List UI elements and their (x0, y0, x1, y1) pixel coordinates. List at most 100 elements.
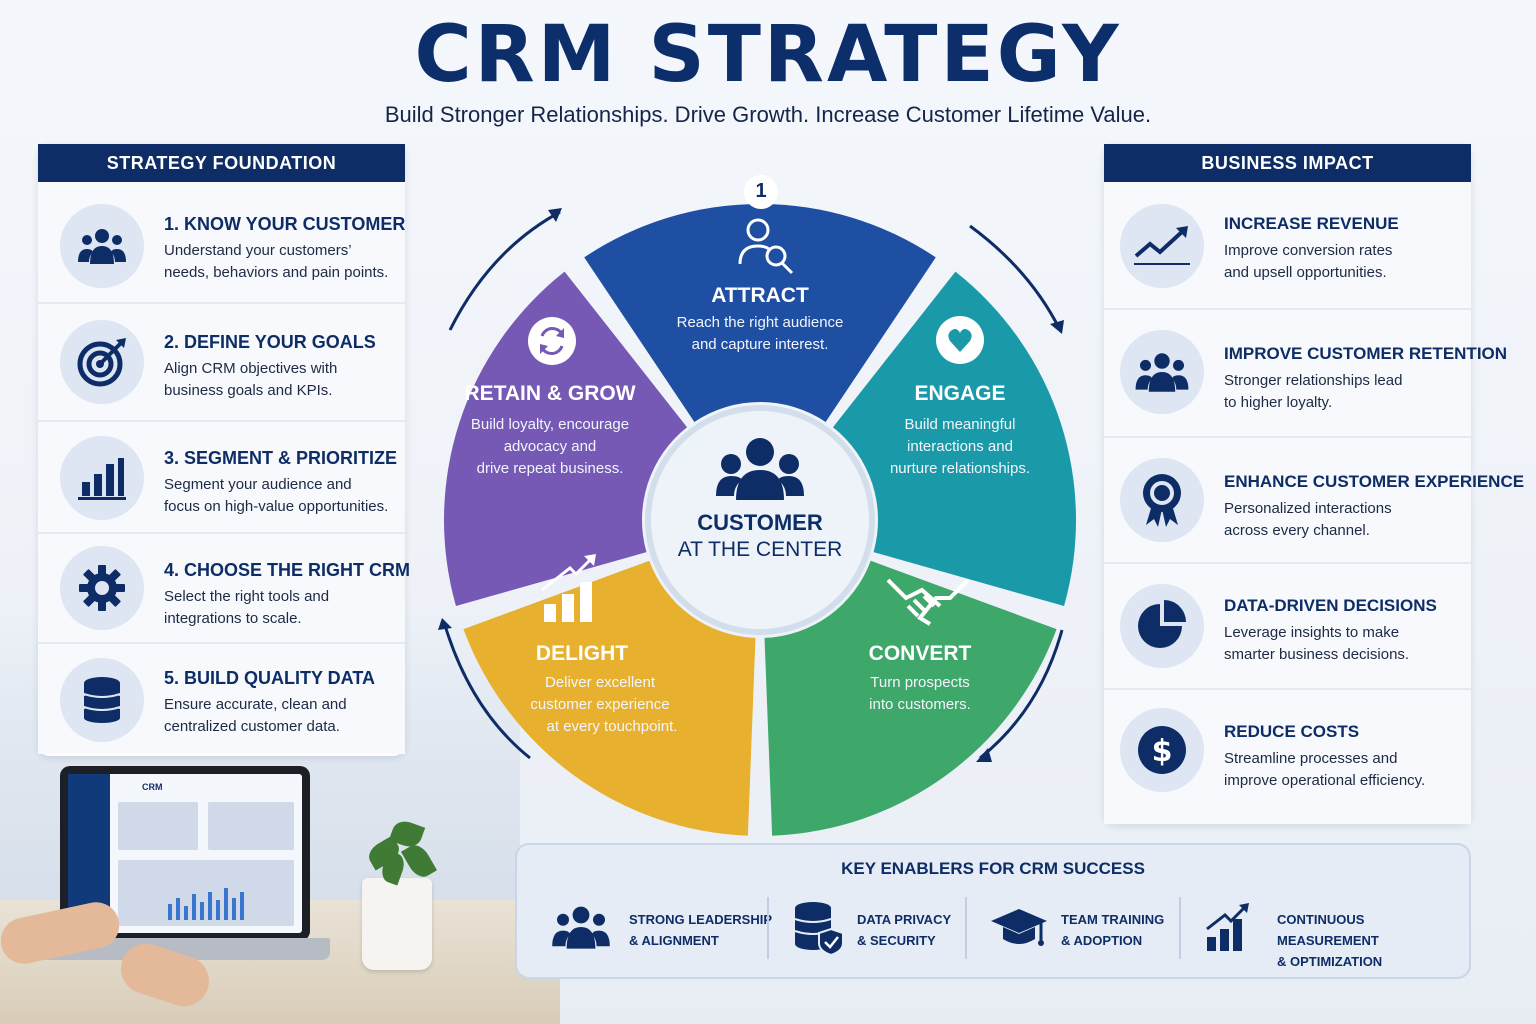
impact-desc: Streamline processes and (1224, 750, 1398, 767)
dashboard-charts (118, 802, 294, 926)
impact-title: IMPROVE CUSTOMER RETENTION (1224, 344, 1508, 363)
impact-title: DATA-DRIVEN DECISIONS (1224, 596, 1437, 615)
foundation-item-segment: 3. SEGMENT & PRIORITIZE Segment your aud… (38, 422, 405, 534)
bar-chart-icon (60, 436, 144, 520)
growth-chart-icon (1206, 903, 1249, 951)
foundation-desc: focus on high-value opportunities. (164, 498, 389, 515)
page-title: CRM STRATEGY (414, 10, 1122, 100)
enabler-continuous-measurement: CONTINUOUS MEASUREMENT& OPTIMIZATION (1205, 897, 1465, 969)
foundation-desc: Segment your audience and (164, 476, 352, 493)
enabler-divider (1179, 897, 1181, 959)
laptop-keyboard (40, 938, 330, 960)
database-shield-icon (794, 902, 844, 957)
impact-item-revenue: INCREASE REVENUE Improve conversion rate… (1104, 182, 1471, 310)
customer-group-icon (716, 438, 804, 500)
impact-item-retention: IMPROVE CUSTOMER RETENTION Stronger rela… (1104, 310, 1507, 438)
enabler-divider (965, 897, 967, 959)
database-icon (60, 658, 144, 742)
segment-label-delight: DELIGHT (535, 642, 629, 665)
impact-desc: smarter business decisions. (1224, 646, 1410, 663)
enabler-line: & SECURITY (857, 933, 936, 948)
wheel-segment-convert (764, 560, 1057, 836)
enabler-data-privacy: DATA PRIVACY& SECURITY (791, 897, 981, 961)
enabler-line: & ALIGNMENT (629, 933, 719, 948)
segment-desc-attract: and capture interest. (691, 336, 829, 353)
foundation-item-choose-crm: 4. CHOOSE THE RIGHT CRM Select the right… (38, 534, 410, 644)
svg-text:$: $ (1152, 734, 1173, 769)
segment-desc-retain: advocacy and (503, 438, 597, 455)
business-impact-heading: BUSINESS IMPACT (1104, 144, 1471, 182)
foundation-desc: Select the right tools and (164, 588, 330, 605)
wheel-segment-retain (444, 271, 688, 607)
foundation-title: 3. SEGMENT & PRIORITIZE (164, 448, 398, 468)
enabler-divider (767, 897, 769, 959)
foundation-desc: Understand your customers’ (164, 242, 352, 259)
impact-item-reduce-costs: $ REDUCE COSTS Streamline processes and … (1104, 690, 1471, 824)
trend-up-icon (1120, 204, 1204, 288)
strategy-foundation-panel: STRATEGY FOUNDATION 1. KNOW YOUR CUSTOME… (38, 144, 410, 756)
strategy-foundation-heading: STRATEGY FOUNDATION (38, 144, 405, 182)
wheel-segment-attract (584, 203, 936, 422)
foundation-desc: centralized customer data. (164, 718, 340, 735)
foundation-desc: Align CRM objectives with (164, 360, 338, 377)
impact-desc: across every channel. (1224, 522, 1370, 539)
impact-title: REDUCE COSTS (1224, 722, 1360, 741)
enabler-leadership: STRONG LEADERSHIP& ALIGNMENT (547, 897, 777, 961)
foundation-item-quality-data: 5. BUILD QUALITY DATA Ensure accurate, c… (38, 644, 405, 754)
wheel-graphic (438, 175, 1076, 836)
segment-label-engage: ENGAGE (914, 382, 1006, 405)
gear-icon (60, 546, 144, 630)
enabler-label: TEAM TRAINING& ADOPTION (1061, 909, 1231, 951)
impact-desc: Improve conversion rates (1224, 242, 1393, 259)
segment-desc-convert: into customers. (869, 696, 971, 713)
foundation-title: 2. DEFINE YOUR GOALS (164, 332, 376, 352)
cycle-arrow (442, 621, 531, 760)
segment-desc-delight: customer experience (530, 696, 670, 713)
impact-desc: Stronger relationships lead (1224, 372, 1403, 389)
award-icon (1120, 458, 1204, 542)
segment-desc-delight: Deliver excellent (544, 674, 656, 691)
segment-desc-engage: nurture relationships. (889, 460, 1031, 477)
step-number-badge (744, 175, 778, 209)
foundation-desc: business goals and KPIs. (164, 382, 333, 399)
enabler-label: STRONG LEADERSHIP& ALIGNMENT (629, 909, 799, 951)
segment-desc-retain: drive repeat business. (476, 460, 624, 477)
key-enablers-panel: KEY ENABLERS FOR CRM SUCCESS STRONG LEAD… (515, 843, 1471, 979)
enabler-team-training: TEAM TRAINING& ADOPTION (989, 897, 1189, 961)
foundation-title: 1. KNOW YOUR CUSTOMER (164, 214, 406, 234)
foundation-item-know-customer: 1. KNOW YOUR CUSTOMER Understand your cu… (38, 182, 405, 304)
impact-desc: and upsell opportunities. (1224, 264, 1387, 281)
wheel-segment-delight (463, 560, 756, 836)
segment-label-retain: RETAIN & GROW (464, 382, 636, 405)
segment-desc-retain: Build loyalty, encourage (470, 416, 630, 433)
enabler-label: DATA PRIVACY& SECURITY (857, 909, 1027, 951)
business-impact-panel: BUSINESS IMPACT INCREASE REVENUE Improve… (1104, 144, 1524, 824)
foundation-title: 4. CHOOSE THE RIGHT CRM (164, 560, 411, 580)
impact-desc: improve operational efficiency. (1224, 772, 1426, 789)
cycle-arrow (979, 629, 1064, 760)
cycle-arrow (448, 210, 561, 331)
segment-desc-delight: at every touchpoint. (546, 718, 678, 735)
target-icon (60, 320, 144, 404)
segment-desc-engage: interactions and (907, 438, 1013, 455)
impact-item-experience: ENHANCE CUSTOMER EXPERIENCE Personalized… (1104, 438, 1524, 564)
impact-title: ENHANCE CUSTOMER EXPERIENCE (1224, 472, 1525, 491)
impact-item-data-driven: DATA-DRIVEN DECISIONS Leverage insights … (1104, 564, 1471, 690)
center-circle (645, 405, 875, 635)
enabler-line: CONTINUOUS MEASUREMENT (1277, 912, 1379, 948)
wheel-segment-engage (832, 271, 1076, 607)
enabler-line: TEAM TRAINING (1061, 912, 1165, 927)
foundation-item-define-goals: 2. DEFINE YOUR GOALS Align CRM objective… (38, 304, 405, 422)
crm-lifecycle-wheel: 1 ATTRACT Reach the right audience and c… (420, 150, 1100, 840)
dollar-icon: $ (1120, 708, 1204, 792)
page-subtitle: Build Stronger Relationships. Drive Grow… (384, 102, 1152, 127)
impact-desc: to higher loyalty. (1224, 394, 1333, 411)
dashboard-title: CRM (142, 782, 163, 792)
growth-bars-icon (541, 554, 596, 622)
impact-desc: Leverage insights to make (1224, 624, 1400, 641)
foundation-title: 5. BUILD QUALITY DATA (164, 668, 375, 688)
segment-desc-attract: Reach the right audience (676, 314, 844, 331)
users-icon (552, 906, 610, 949)
center-title: CUSTOMER (697, 510, 823, 535)
center-subtitle: AT THE CENTER (677, 538, 843, 561)
